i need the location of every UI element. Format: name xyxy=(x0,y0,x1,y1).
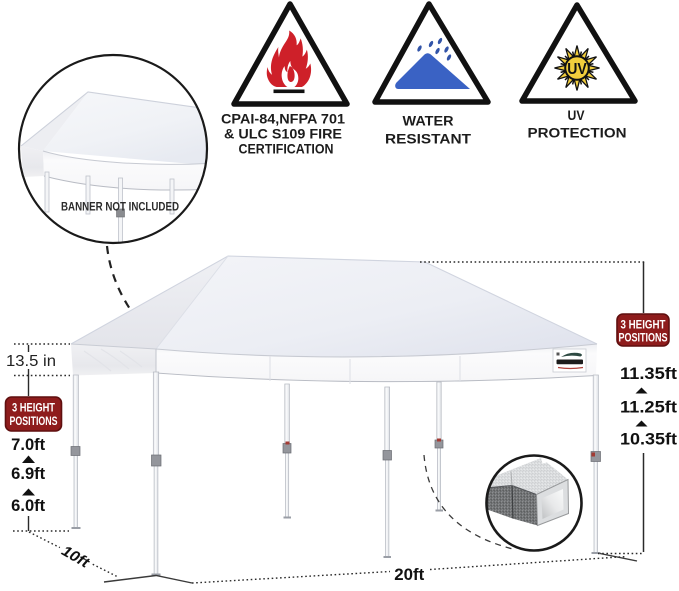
svg-text:10.35ft: 10.35ft xyxy=(620,430,677,449)
svg-text:CPAI-84,NFPA 701: CPAI-84,NFPA 701 xyxy=(221,112,346,127)
svg-text:UV: UV xyxy=(568,108,585,123)
svg-text:PROTECTION: PROTECTION xyxy=(528,126,627,141)
svg-text:11.35ft: 11.35ft xyxy=(620,364,677,383)
svg-text:3 HEIGHT: 3 HEIGHT xyxy=(621,320,666,332)
svg-text:6.0ft: 6.0ft xyxy=(11,497,45,515)
svg-text:3 HEIGHT: 3 HEIGHT xyxy=(12,401,56,415)
svg-text:POSITIONS: POSITIONS xyxy=(619,333,668,345)
svg-text:POSITIONS: POSITIONS xyxy=(10,414,58,428)
svg-text:UV: UV xyxy=(567,61,587,78)
svg-text:CERTIFICATION: CERTIFICATION xyxy=(239,142,334,157)
svg-text:& ULC S109 FIRE: & ULC S109 FIRE xyxy=(224,127,342,142)
svg-text:RESISTANT: RESISTANT xyxy=(385,132,472,147)
svg-text:11.25ft: 11.25ft xyxy=(620,398,677,417)
svg-text:7.0ft: 7.0ft xyxy=(11,436,45,454)
svg-text:WATER: WATER xyxy=(403,114,454,129)
svg-text:13.5 in: 13.5 in xyxy=(6,353,56,370)
svg-text:20ft: 20ft xyxy=(394,565,424,584)
svg-text:BANNER NOT INCLUDED: BANNER NOT INCLUDED xyxy=(61,202,179,214)
svg-text:6.9ft: 6.9ft xyxy=(11,465,45,483)
